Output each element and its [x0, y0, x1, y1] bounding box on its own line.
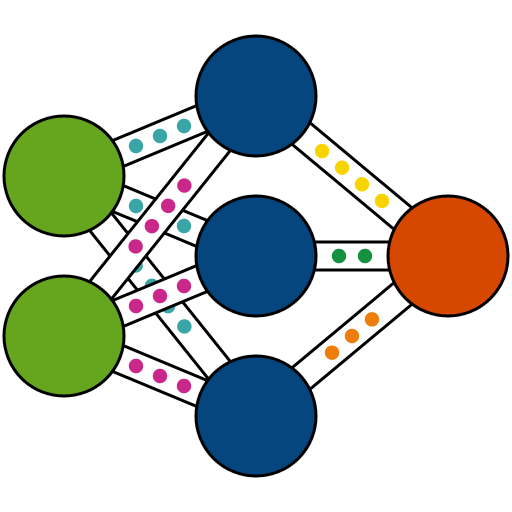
edge-dot: [128, 298, 144, 314]
node-hidden-3: [194, 354, 318, 478]
edge-dot: [177, 319, 192, 334]
node-output-1: [386, 194, 510, 318]
node-input-1: [2, 114, 126, 238]
edge-dot: [152, 288, 168, 304]
edge-dot: [334, 160, 350, 175]
node-input-2: [2, 274, 126, 398]
edge-dot: [176, 378, 192, 394]
edge-dot: [152, 128, 168, 144]
edge-dot: [128, 198, 144, 214]
edge-dot: [128, 239, 143, 254]
edge-dot: [374, 193, 390, 209]
edge-dot: [176, 118, 192, 134]
edge-dot: [354, 177, 370, 192]
edge-dot: [144, 218, 160, 234]
edge-dot: [344, 328, 360, 344]
edge-dot: [176, 218, 192, 234]
edge-dot: [324, 345, 340, 360]
edge-dot: [160, 198, 176, 214]
edge-dot: [176, 278, 192, 294]
nodes-layer: [2, 34, 510, 478]
edge-dot: [357, 248, 373, 264]
edge-dot: [152, 368, 168, 384]
edge-dot: [364, 312, 380, 327]
edge-dot: [314, 143, 330, 159]
edge-dot: [128, 138, 144, 154]
node-hidden-2: [194, 194, 318, 318]
edge-dot: [128, 358, 144, 374]
node-hidden-1: [194, 34, 318, 158]
edge-dot: [331, 248, 347, 264]
edge-dot: [177, 178, 192, 193]
